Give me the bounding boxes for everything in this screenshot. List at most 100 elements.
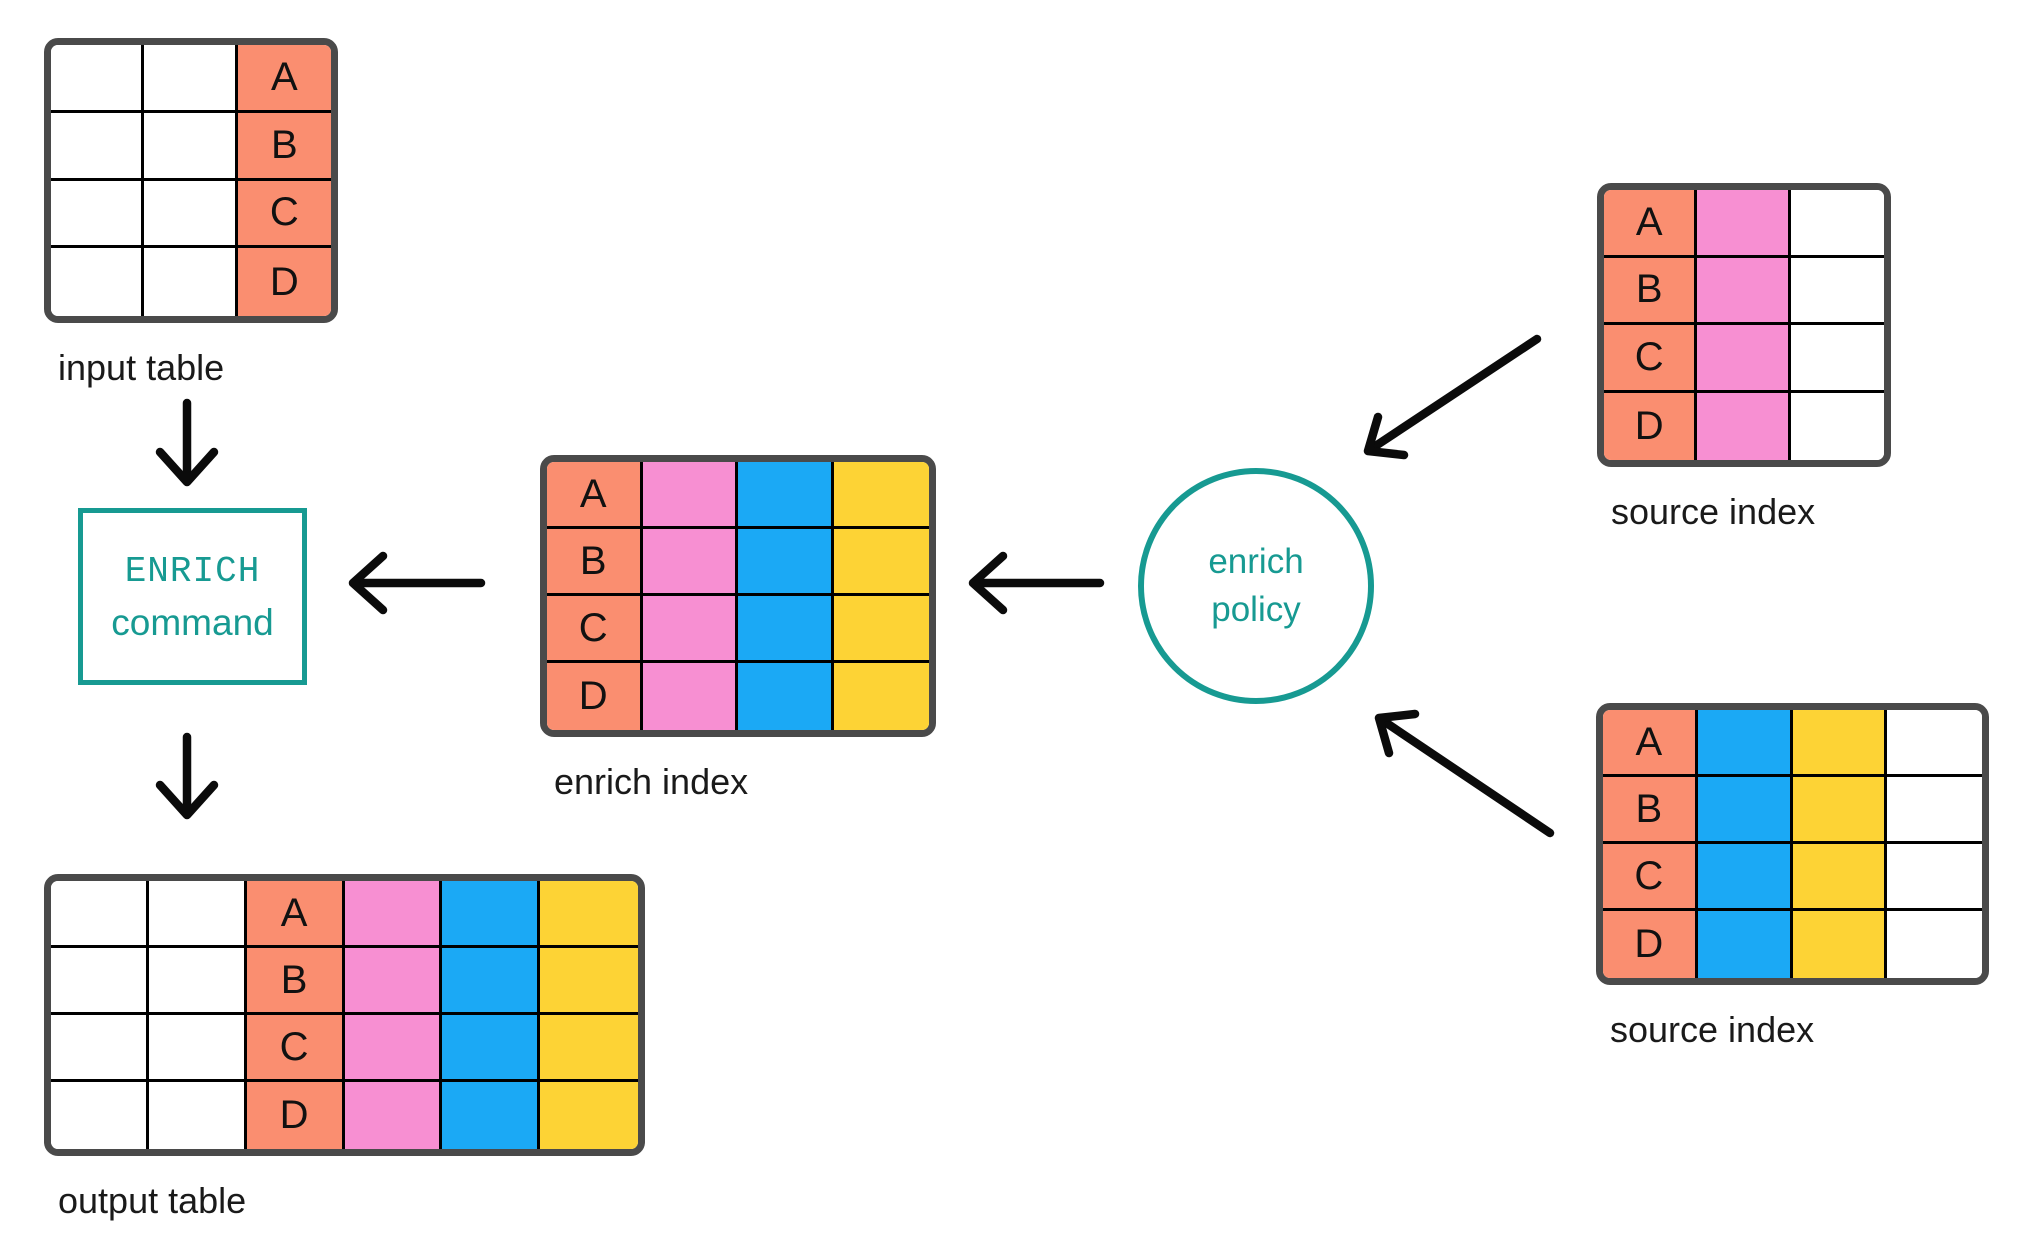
enrich-index-cell-r0c1 — [642, 462, 738, 529]
source-index-top-label: source index — [1611, 491, 1816, 532]
source-index-top-cell-r0c2 — [1790, 190, 1884, 258]
input-table-cell-r2c1 — [144, 180, 238, 249]
input-table-label: input table — [58, 347, 225, 388]
source-index-top-cell-r0c1 — [1697, 190, 1791, 258]
source-index-top-cell-r1c0: B — [1604, 257, 1698, 325]
source-index-bottom-cell-r0c1 — [1697, 710, 1793, 777]
output-table-cell-r3c2: D — [246, 1082, 345, 1149]
input-table-cell-r3c0 — [51, 248, 145, 316]
enrich-command-box: ENRICH command — [78, 508, 307, 685]
source-index-top-cell-r2c2 — [1790, 325, 1884, 393]
input-table-cell-r1c1 — [144, 112, 238, 181]
arrow-index-to-command-icon — [348, 551, 486, 615]
output-table-cell-r2c4 — [442, 1015, 541, 1082]
enrich-index-cell-r1c1 — [642, 529, 738, 596]
input-table-cell-r0c0 — [51, 45, 145, 113]
enrich-command-keyword: ENRICH — [124, 550, 261, 592]
input-table-cell-r0c1 — [144, 45, 238, 113]
source-index-top-cell-r2c0: C — [1604, 325, 1698, 393]
input-table-cell-r0c2: A — [237, 45, 331, 113]
input-table-cell-r2c0 — [51, 180, 145, 249]
input-table-cell-r3c1 — [144, 248, 238, 316]
arrow-input-to-command-icon — [155, 398, 219, 487]
output-table-cell-r0c1 — [148, 881, 247, 948]
source-index-bottom-cell-r2c2 — [1792, 844, 1888, 911]
enrich-index-cell-r1c2 — [738, 529, 834, 596]
source-index-top-cell-r1c2 — [1790, 257, 1884, 325]
output-table-cell-r1c3 — [344, 948, 443, 1015]
enrich-policy-line1: enrich — [1208, 542, 1304, 581]
enrich-index-label: enrich index — [554, 761, 749, 802]
output-table-cell-r2c0 — [51, 1015, 149, 1082]
input-table-cell-r1c2: B — [237, 112, 331, 181]
arrow-command-to-output-icon — [155, 732, 219, 820]
source-index-bottom-cell-r1c0: B — [1603, 777, 1698, 844]
output-table-cell-r0c0 — [51, 881, 149, 948]
enrich-index-cell-r3c1 — [642, 663, 738, 730]
enrich-index-cell-r0c0: A — [547, 462, 643, 529]
source-index-bottom-cell-r1c3 — [1887, 777, 1982, 844]
input-table-cell-r1c0 — [51, 112, 145, 181]
source-index-bottom-cell-r1c2 — [1792, 777, 1888, 844]
source-index-bottom-cell-r0c3 — [1887, 710, 1982, 777]
enrich-policy-circle: enrich policy — [1138, 468, 1374, 704]
source-index-bottom-cell-r2c0: C — [1603, 844, 1698, 911]
source-index-bottom-label: source index — [1610, 1009, 1815, 1050]
output-table-cell-r3c5 — [540, 1082, 638, 1149]
source-index-top-cell-r3c1 — [1697, 392, 1791, 460]
output-table-cell-r3c1 — [148, 1082, 247, 1149]
source-index-top-cell-r2c1 — [1697, 325, 1791, 393]
output-table-cell-r1c4 — [442, 948, 541, 1015]
enrich-index-cell-r3c2 — [738, 663, 834, 730]
output-table-cell-r2c2: C — [246, 1015, 345, 1082]
enrich-index-cell-r2c1 — [642, 596, 738, 663]
source-index-bottom-cell-r0c0: A — [1603, 710, 1698, 777]
input-table-cell-r2c2: C — [237, 180, 331, 249]
enrich-index-cell-r0c2 — [738, 462, 834, 529]
source-index-bottom-cell-r1c1 — [1697, 777, 1793, 844]
source-index-bottom-cell-r3c3 — [1887, 911, 1982, 978]
source-index-top-cell-r0c0: A — [1604, 190, 1698, 258]
source-index-top-cell-r3c0: D — [1604, 392, 1698, 460]
output-table-cell-r3c3 — [344, 1082, 443, 1149]
enrich-index-cell-r0c3 — [833, 462, 929, 529]
enrich-index-cell-r2c0: C — [547, 596, 643, 663]
enrich-index-cell-r2c2 — [738, 596, 834, 663]
source-index-top-cell-r1c1 — [1697, 257, 1791, 325]
output-table-cell-r1c1 — [148, 948, 247, 1015]
output-table-cell-r1c5 — [540, 948, 638, 1015]
enrich-index-cell-r3c3 — [833, 663, 929, 730]
output-table-cell-r3c4 — [442, 1082, 541, 1149]
input-table-cell-r3c2: D — [237, 248, 331, 316]
source-index-bottom-cell-r0c2 — [1792, 710, 1888, 777]
enrich-command-word: command — [111, 601, 274, 643]
enrich-index-cell-r1c0: B — [547, 529, 643, 596]
output-table-cell-r1c2: B — [246, 948, 345, 1015]
source-index-bottom-cell-r2c1 — [1697, 844, 1793, 911]
source-index-top-cell-r3c2 — [1790, 392, 1884, 460]
output-table-cell-r3c0 — [51, 1082, 149, 1149]
source-index-bottom-cell-r3c0: D — [1603, 911, 1698, 978]
output-table-cell-r0c2: A — [246, 881, 345, 948]
source-index-bottom-cell-r3c1 — [1697, 911, 1793, 978]
source-index-bottom-cell-r3c2 — [1792, 911, 1888, 978]
output-table-cell-r0c3 — [344, 881, 443, 948]
arrow-policy-to-index-icon — [968, 551, 1105, 615]
enrich-index-cell-r1c3 — [833, 529, 929, 596]
output-table-cell-r2c1 — [148, 1015, 247, 1082]
source-index-bottom-cell-r2c3 — [1887, 844, 1982, 911]
output-table-cell-r1c0 — [51, 948, 149, 1015]
output-table-cell-r2c5 — [540, 1015, 638, 1082]
enrich-index-cell-r2c3 — [833, 596, 929, 663]
